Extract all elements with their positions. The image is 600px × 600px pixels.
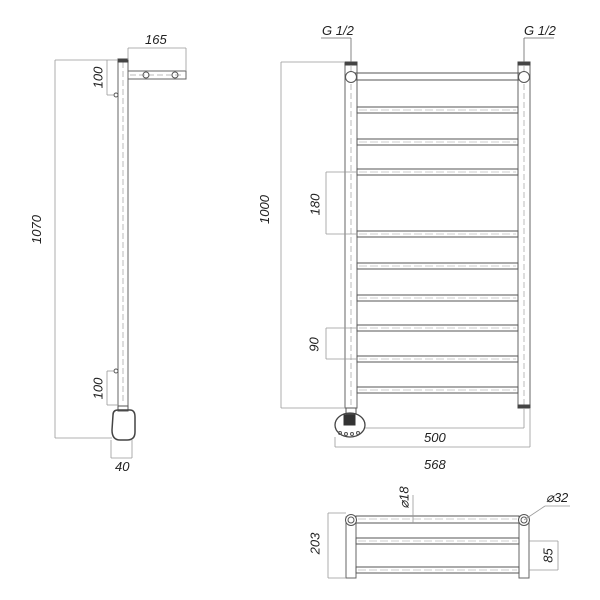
dim-rung-gap-large: 180 bbox=[307, 193, 323, 216]
rungs bbox=[356, 106, 519, 394]
dim-heater-depth: 40 bbox=[115, 459, 130, 474]
dim-overall-width: 568 bbox=[424, 457, 446, 472]
dim-bottom-bracket-offset: 100 bbox=[90, 377, 106, 400]
dim-pipe-diameter: ⌀32 bbox=[546, 490, 569, 505]
connection-label-left: G 1/2 bbox=[322, 23, 354, 38]
dim-rung-gap-small: 90 bbox=[306, 337, 322, 352]
front-view bbox=[280, 37, 554, 448]
dim-depth: 203 bbox=[307, 532, 323, 555]
dim-front-height: 1000 bbox=[256, 195, 272, 224]
top-view bbox=[327, 495, 570, 579]
dim-top-bracket-offset: 100 bbox=[90, 66, 106, 89]
dim-total-height: 1070 bbox=[28, 215, 44, 244]
dim-rung-diameter: ⌀18 bbox=[396, 486, 412, 509]
connection-label-right: G 1/2 bbox=[524, 23, 556, 38]
dim-rung-spacing: 85 bbox=[540, 548, 556, 563]
side-view bbox=[54, 47, 187, 459]
dim-center-distance: 500 bbox=[424, 430, 446, 445]
dim-bracket-depth: 165 bbox=[145, 32, 167, 47]
heater-controller bbox=[334, 407, 366, 438]
